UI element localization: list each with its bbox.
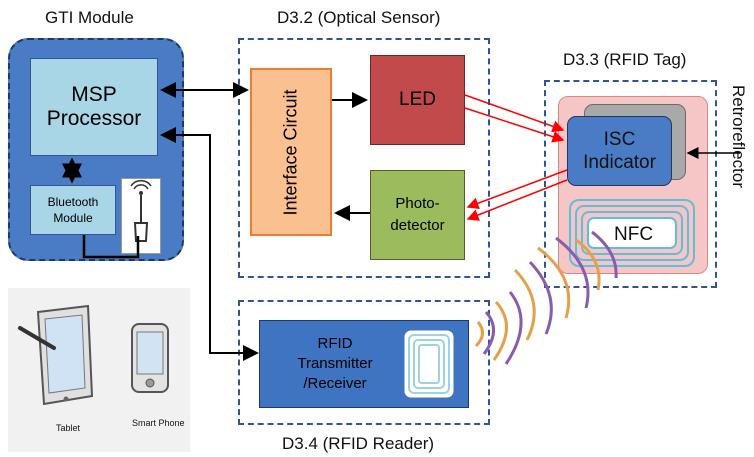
- smartphone-icon: [126, 320, 174, 398]
- antenna-icon: [121, 178, 161, 254]
- rf-wave-purple-2: [504, 291, 523, 365]
- retroreflector-label: Retroreflector: [729, 85, 748, 188]
- photo-label: Photo-: [395, 195, 440, 212]
- bluetooth-module-box: Bluetooth Module: [30, 185, 116, 235]
- module-label: Module: [53, 211, 93, 225]
- nfc-label: NFC: [614, 224, 654, 245]
- gti-module-title: GTI Module: [45, 8, 134, 27]
- msp-label: MSP: [71, 83, 117, 106]
- rf-wave-orange-3: [513, 268, 536, 341]
- isc-label: ISC: [603, 129, 636, 150]
- tablet-label: Tablet: [56, 423, 81, 433]
- rfid-reader-title: D3.4 (RFID Reader): [282, 434, 435, 453]
- interface-circuit-box: Interface Circuit: [250, 68, 332, 236]
- rfid-tag-title: D3.3 (RFID Tag): [563, 50, 687, 69]
- interface-circuit-label: Interface Circuit: [280, 88, 301, 216]
- reader-coil-icon: [404, 330, 454, 398]
- msp-processor-box: MSP Processor: [30, 58, 158, 156]
- photodetector-box: Photo- detector: [370, 170, 465, 260]
- rfid-reader-frame: [238, 300, 490, 425]
- receiver-label: /Receiver: [303, 375, 367, 392]
- transmitter-label: Transmitter: [297, 355, 373, 372]
- optical-sensor-title: D3.2 (Optical Sensor): [277, 8, 441, 27]
- rfid-transmitter-label-group: RFID Transmitter /Receiver: [270, 324, 400, 404]
- detector-label: detector: [390, 217, 445, 234]
- smartphone-label: Smart Phone: [132, 418, 185, 428]
- isc-indicator-box: ISC Indicator: [567, 116, 672, 186]
- led-label: LED: [399, 89, 436, 110]
- indicator-label: Indicator: [583, 152, 656, 173]
- led-box: LED: [370, 55, 465, 145]
- bluetooth-label: Bluetooth: [47, 195, 99, 209]
- tablet-icon: [14, 298, 104, 414]
- rf-wave-orange-2: [492, 300, 508, 361]
- processor-label: Processor: [46, 107, 142, 130]
- rfid-label: RFID: [317, 335, 353, 352]
